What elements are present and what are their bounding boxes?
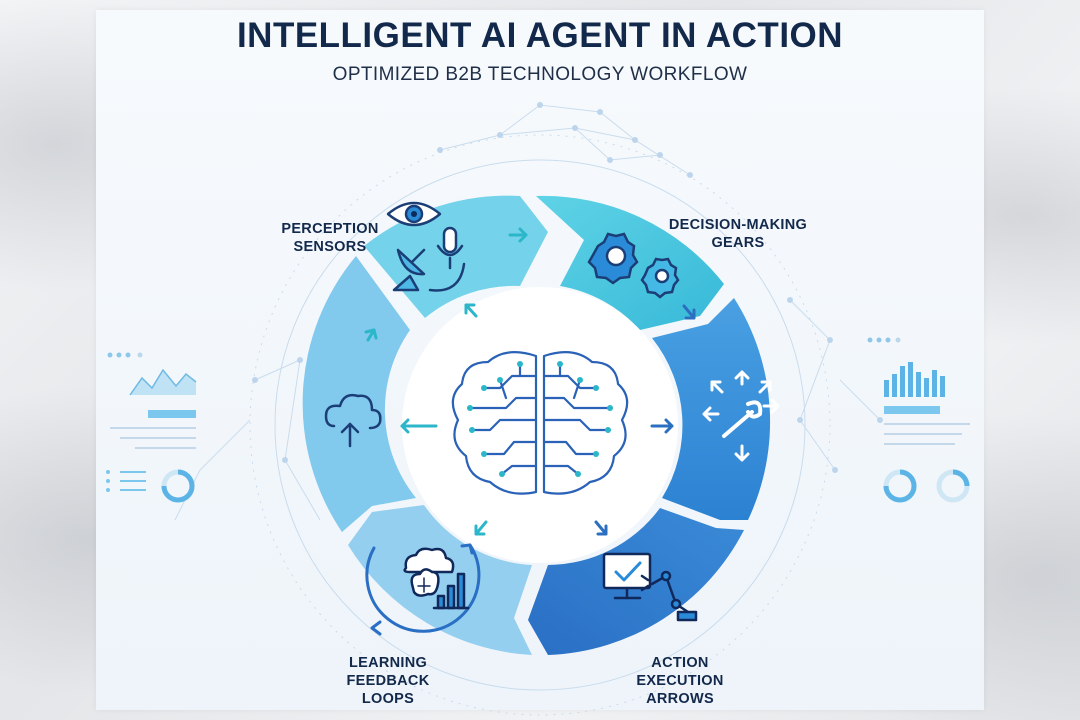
cloud-upload-icon bbox=[324, 393, 382, 448]
flow-arrows bbox=[364, 227, 696, 536]
label-perception-sensors: PERCEPTION SENSORS bbox=[270, 220, 390, 256]
circuit-brain-icon bbox=[451, 351, 629, 495]
gears-icon bbox=[587, 232, 680, 299]
page-subtitle: OPTIMIZED B2B TECHNOLOGY WORKFLOW bbox=[332, 64, 748, 85]
label-line: FEEDBACK bbox=[346, 673, 430, 689]
right-dashboard-widget bbox=[867, 337, 970, 503]
label-action-execution-arrows: ACTION EXECUTION ARROWS bbox=[630, 654, 730, 708]
label-line: LOOPS bbox=[361, 691, 415, 707]
label-line: PERCEPTION bbox=[281, 221, 379, 237]
background-nodes bbox=[252, 102, 883, 473]
label-line: LEARNING bbox=[348, 655, 428, 671]
arrows-wrench-icon bbox=[702, 370, 780, 462]
label-line: ARROWS bbox=[646, 691, 714, 707]
page-title: INTELLIGENT AI AGENT IN ACTION bbox=[236, 16, 844, 55]
label-learning-feedback-loops: LEARNING FEEDBACK LOOPS bbox=[338, 654, 438, 708]
segment-cloud bbox=[302, 256, 416, 532]
segment-learning bbox=[348, 505, 532, 655]
label-line: DECISION-MAKING bbox=[668, 217, 808, 233]
eye-satellite-microphone-icon bbox=[386, 201, 466, 292]
label-line: ACTION bbox=[651, 655, 709, 671]
label-line: GEARS bbox=[711, 235, 765, 251]
label-line: SENSORS bbox=[293, 239, 367, 255]
brain-cloud-chart-icon bbox=[365, 543, 481, 636]
monitor-robot-arm-icon bbox=[602, 552, 698, 622]
circuit-nodes bbox=[467, 361, 613, 477]
label-decision-making-gears: DECISION-MAKING GEARS bbox=[658, 216, 818, 252]
label-line: EXECUTION bbox=[636, 673, 724, 689]
left-dashboard-widget bbox=[106, 352, 197, 503]
